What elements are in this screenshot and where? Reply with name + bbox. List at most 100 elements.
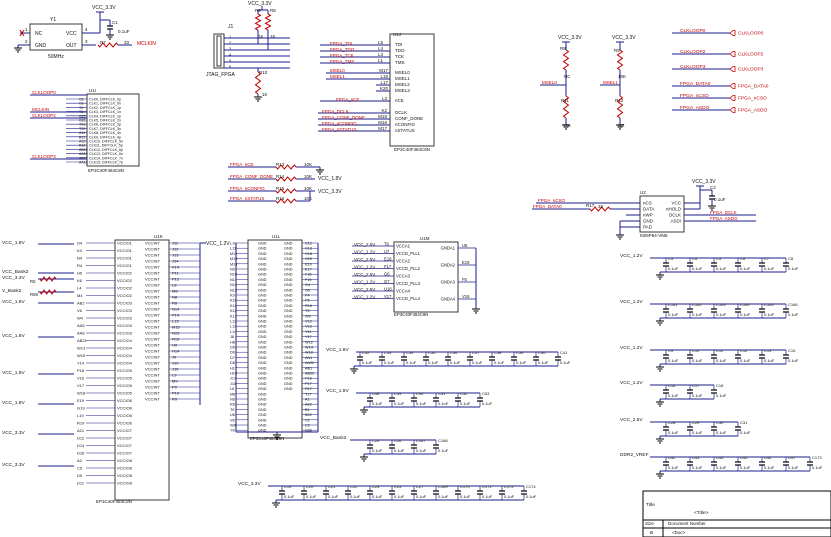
- net-label: VCC_2.5V: [354, 242, 375, 247]
- value-label: 0.1uF: [692, 465, 703, 470]
- value-label: 0.1uF: [394, 448, 405, 453]
- value-label: 0.1uF: [372, 448, 383, 453]
- net-label: FPGA_ASDO: [710, 216, 738, 221]
- ref-label: C162: [692, 302, 702, 307]
- pin-number: P11: [172, 271, 180, 276]
- ref-label: C169: [438, 484, 448, 489]
- value-label: 0.1uF: [560, 360, 571, 365]
- net-label: FPGA_nCE: [230, 162, 254, 167]
- pin-name: VCCINT: [145, 259, 160, 264]
- pin-number: L5: [378, 40, 384, 45]
- pin-number: AA5: [77, 323, 85, 328]
- resistor-icon: [275, 164, 297, 170]
- pin-name: GND: [258, 257, 267, 261]
- pin-name: GNDA1: [441, 246, 456, 251]
- pin-name: VCCIO6: [117, 413, 133, 418]
- pin-number: M18: [378, 114, 387, 119]
- ic-ref: U1K: [154, 234, 163, 239]
- net-label: VCC_3.3V: [92, 5, 116, 11]
- pin-name: GND: [258, 330, 267, 334]
- pin-name: GND: [284, 366, 293, 370]
- pin-number: H9: [172, 343, 178, 348]
- ref-label: C166: [788, 302, 798, 307]
- pin-number: N14: [172, 307, 180, 312]
- value-label: 0.1uF: [692, 430, 703, 435]
- title-value: <Title>: [694, 510, 709, 516]
- pin-number: V18: [462, 294, 470, 299]
- pin-number: AA22: [305, 361, 314, 365]
- value-label: 0.1uF: [482, 494, 493, 499]
- pin-number: R6: [230, 403, 235, 407]
- net-label: VCC_3.3V: [2, 462, 25, 468]
- pin-number: L11: [230, 247, 236, 251]
- value-label: 0.1uF: [416, 448, 427, 453]
- connector-body: [216, 35, 222, 67]
- ref-label: C161: [668, 302, 678, 307]
- value-label: 0.1uF: [504, 494, 515, 499]
- pin-name: GND: [258, 366, 267, 370]
- pin-name: GND: [284, 257, 293, 261]
- ref-label: C1: [112, 20, 118, 25]
- pin-number: R15: [172, 337, 180, 342]
- pin-name: VCCINT: [145, 271, 160, 276]
- pin-name: GND: [284, 351, 293, 355]
- value-label: NC: [564, 74, 571, 79]
- pin-name: CLK0, DIFFCLK_0p: [89, 98, 121, 102]
- pin-number: J18: [230, 382, 236, 386]
- ref-label: C172: [504, 484, 514, 489]
- pin-number: N15: [172, 331, 180, 336]
- pin-name: VCCINT: [145, 397, 160, 402]
- pin-number: R16: [305, 304, 312, 308]
- ref-label: C173: [812, 455, 822, 460]
- pin-name: GND: [258, 247, 267, 251]
- pin-name: GND: [258, 424, 267, 428]
- pin-number: 1: [229, 34, 232, 39]
- pin-name: VCCIO1: [117, 263, 133, 268]
- pin-number: H17: [230, 366, 237, 370]
- value-label: 0.1uF: [716, 266, 727, 271]
- pin-number: L19: [77, 413, 84, 418]
- ref-label: R9: [255, 8, 261, 13]
- pin-name: VCC: [66, 31, 77, 37]
- pin-name: VCCIO2: [117, 293, 133, 298]
- connector-ref: J1: [228, 24, 234, 30]
- pin-number: L1: [378, 58, 384, 63]
- pin-number: U16: [384, 287, 392, 292]
- ic-ref: U1L: [272, 234, 281, 239]
- pin-name: GND: [258, 418, 267, 422]
- ic-part: EP3C40F484C8N: [394, 147, 430, 152]
- pin-name: VCCIO4: [117, 346, 133, 351]
- pin-name: VCCIO4: [117, 353, 133, 358]
- ref-label: C41: [560, 350, 568, 355]
- ref-label: C49: [394, 391, 402, 396]
- pin-number: R9: [172, 397, 178, 402]
- value-label: 0.1uF: [788, 266, 799, 271]
- pin-name: VCCINT: [145, 277, 160, 282]
- pin-number: 2: [25, 39, 28, 44]
- pin-name: nWP: [643, 213, 653, 218]
- net-label: VCC_3.3V: [2, 430, 25, 436]
- net-label: FPGA_nSTATUS: [322, 127, 356, 132]
- pin-name: VCCIO4: [117, 361, 133, 366]
- pin-name: VCCIO5: [117, 383, 133, 388]
- net-label: CLKLOOP3: [32, 154, 56, 159]
- pin-number: P18: [77, 368, 85, 373]
- pin-number: W13: [77, 346, 86, 351]
- net-label: VCC_2.5V: [354, 287, 375, 292]
- pin-number: N10: [230, 273, 237, 277]
- oscillator-ref: Y1: [50, 17, 56, 23]
- value-label: 0.1uF: [372, 494, 383, 499]
- pin-name: GND: [258, 377, 267, 381]
- pin-name: CONF_DONE: [395, 116, 423, 121]
- net-label: DDR2_VREF: [620, 452, 649, 458]
- docnum-label: Document Number: [668, 521, 706, 526]
- net-label: VCC_1.8V: [2, 370, 25, 376]
- pin-name: GND: [284, 299, 293, 303]
- pin-name: nCE: [395, 98, 404, 103]
- pin-name: GND: [258, 429, 267, 433]
- pin-number: 3: [85, 39, 88, 44]
- pin-number: T21: [79, 123, 85, 127]
- pin-number: V17: [77, 383, 85, 388]
- pin-number: T3: [305, 309, 309, 313]
- offpage-connector-icon: [729, 51, 736, 57]
